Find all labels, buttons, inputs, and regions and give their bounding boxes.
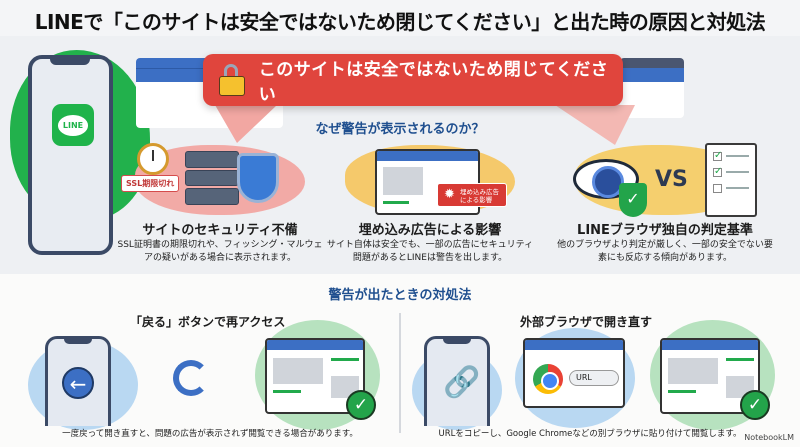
solution-title-back: 「戻る」ボタンで再アクセス	[130, 315, 286, 329]
eye-icon	[573, 159, 639, 199]
solutions-heading: 警告が出たときの対処法	[328, 288, 472, 303]
ssl-expired-badge: SSL期限切れ	[121, 175, 180, 192]
cause-card-security: SSL期限切れ サイトのセキュリティ不備 SSL証明書の期限切れや、フィッシング…	[115, 143, 325, 275]
banner-tail-left	[215, 105, 277, 143]
refresh-icon	[173, 360, 209, 396]
check-icon: ✓	[740, 390, 770, 420]
broken-lock-icon	[219, 64, 245, 96]
url-field: URL	[569, 370, 619, 386]
phone-illustration: LINE	[28, 55, 113, 255]
cause-title: 埋め込み広告による影響	[358, 223, 502, 238]
phone-notch	[50, 57, 90, 65]
phone-illustration: 🔗	[424, 336, 490, 426]
back-button-icon: ←	[62, 367, 94, 399]
vs-label: VS	[655, 167, 688, 192]
chrome-browser-illustration: URL	[523, 338, 625, 408]
virus-ad-badge: 埋め込み広告による影響	[437, 183, 507, 207]
solution-title-external: 外部ブラウザで開き直す	[520, 315, 653, 329]
line-app-label: LINE	[57, 114, 89, 136]
solution-description: URLをコピーし、Google Chromeなどの別ブラウザに貼り付けて閲覧しま…	[438, 429, 742, 439]
shield-icon	[237, 153, 279, 203]
cause-title: LINEブラウザ独自の判定基準	[577, 223, 753, 238]
cause-card-ads: 埋め込み広告による影響 埋め込み広告による影響 サイト自体は安全でも、一部の広告…	[325, 145, 535, 275]
clock-icon	[137, 143, 169, 175]
phone-illustration: ←	[45, 336, 111, 426]
shield-check-icon: ✓	[619, 183, 647, 217]
cause-description: サイト自体は安全でも、一部の広告にセキュリティ問題があるとLINEは警告を出しま…	[326, 240, 534, 263]
cause-card-line-browser: ✓ VS ✓ ✓ LINEブラウザ独自の判定基準 他のブラウザより判定が厳しく、…	[555, 143, 775, 275]
link-icon: 🔗	[443, 365, 481, 400]
vertical-divider	[399, 313, 401, 433]
warning-text: このサイトは安全ではないため閉じてください	[258, 60, 609, 105]
checklist-icon: ✓ ✓	[705, 143, 757, 217]
cause-description: 他のブラウザより判定が厳しく、一部の安全でない要素にも反応する傾向があります。	[557, 240, 773, 263]
check-icon: ✓	[346, 390, 376, 420]
solution-description: 一度戻って開き直すと、問題の広告が表示されず閲覧できる場合があります。	[62, 429, 358, 439]
server-icon	[185, 151, 239, 206]
line-app-icon: LINE	[52, 104, 94, 146]
chrome-icon	[533, 364, 563, 394]
why-heading: なぜ警告が表示されるのか？	[315, 122, 485, 137]
cause-title: サイトのセキュリティ不備	[142, 223, 298, 238]
notebooklm-credit: NotebookLM	[744, 433, 794, 442]
page-title: LINEで「このサイトは安全ではないため閉じてください」と出た時の原因と対処法	[34, 10, 766, 34]
cause-description: SSL証明書の期限切れや、フィッシング・マルウェアの疑いがある場合に表示されます…	[117, 240, 323, 263]
warning-banner: このサイトは安全ではないため閉じてください	[203, 54, 623, 106]
banner-tail-right	[555, 105, 635, 145]
